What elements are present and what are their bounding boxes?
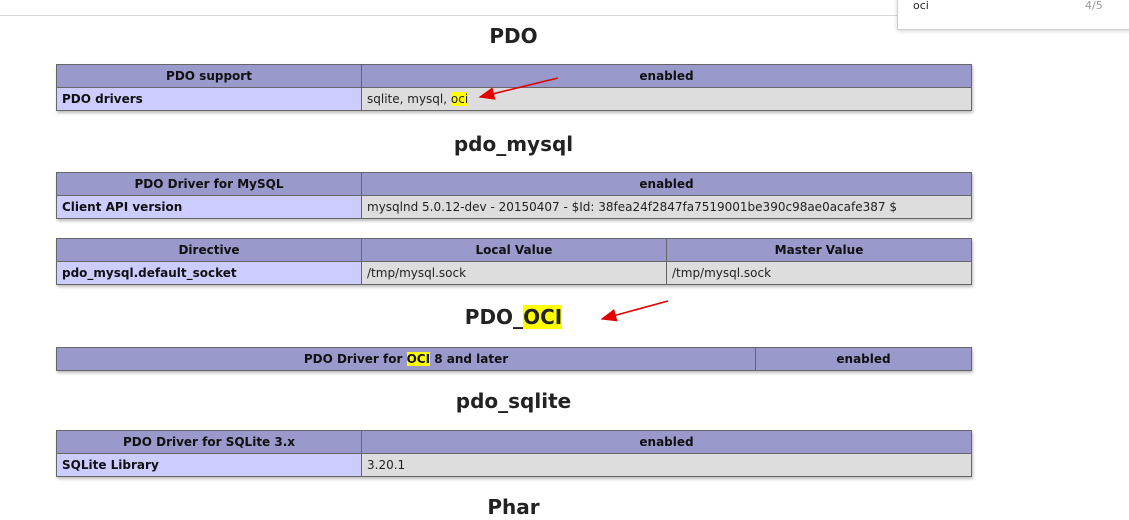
table-header-row: PDO Driver for OCI 8 and later enabled [56,347,972,371]
row-key: pdo_mysql.default_socket [56,261,362,285]
table-header-row: PDO support enabled [56,64,972,88]
find-match-count: 4/5 [1085,0,1103,12]
table-row: pdo_mysql.default_socket /tmp/mysql.sock… [56,261,972,285]
header-cell: enabled [361,172,972,196]
table-row: PDO drivers sqlite, mysql, oci [56,87,972,111]
section-title-phar: Phar [487,495,540,519]
row-value: mysqlnd 5.0.12-dev - 20150407 - $Id: 38f… [361,195,972,219]
table-header-row: Directive Local Value Master Value [56,238,972,262]
row-key: SQLite Library [56,453,362,477]
header-cell: enabled [755,347,972,371]
pdo-mysql-directive-table: Directive Local Value Master Value pdo_m… [56,238,972,285]
header-cell: enabled [361,64,972,88]
header-text: 8 and later [430,352,509,366]
pdo-mysql-table: PDO Driver for MySQL enabled Client API … [56,172,972,219]
header-cell: PDO support [56,64,362,88]
section-title-pdo-sqlite: pdo_sqlite [455,389,572,413]
pdo-sqlite-table: PDO Driver for SQLite 3.x enabled SQLite… [56,430,972,477]
title-text: PDO_ [464,305,524,329]
header-cell: Master Value [666,238,972,262]
search-highlight: oci [450,92,469,106]
page-top-border [0,15,897,16]
section-title-pdo: PDO [489,24,538,48]
table-row: Client API version mysqlnd 5.0.12-dev - … [56,195,972,219]
find-query-input[interactable]: oci [913,0,929,12]
header-cell: Local Value [361,238,667,262]
search-highlight: OCI [406,352,431,366]
row-key: Client API version [56,195,362,219]
row-value: 3.20.1 [361,453,972,477]
header-cell: Directive [56,238,362,262]
table-row: SQLite Library 3.20.1 [56,453,972,477]
row-value: sqlite, mysql, oci [361,87,972,111]
header-text: PDO Driver for [303,352,407,366]
search-highlight: OCI [523,305,563,329]
pdo-table: PDO support enabled PDO drivers sqlite, … [56,64,972,111]
row-key: PDO drivers [56,87,362,111]
table-header-row: PDO Driver for SQLite 3.x enabled [56,430,972,454]
header-cell: PDO Driver for MySQL [56,172,362,196]
section-title-pdo-oci: PDO_OCI [0,304,1027,330]
row-local-value: /tmp/mysql.sock [361,261,667,285]
header-cell: PDO Driver for OCI 8 and later [56,347,756,371]
section-title-pdo-mysql: pdo_mysql [453,132,574,156]
table-header-row: PDO Driver for MySQL enabled [56,172,972,196]
row-master-value: /tmp/mysql.sock [666,261,972,285]
value-text: sqlite, mysql, [367,92,451,106]
header-cell: PDO Driver for SQLite 3.x [56,430,362,454]
pdo-oci-table: PDO Driver for OCI 8 and later enabled [56,347,972,371]
header-cell: enabled [361,430,972,454]
find-in-page-bar[interactable]: oci 4/5 [897,0,1129,30]
